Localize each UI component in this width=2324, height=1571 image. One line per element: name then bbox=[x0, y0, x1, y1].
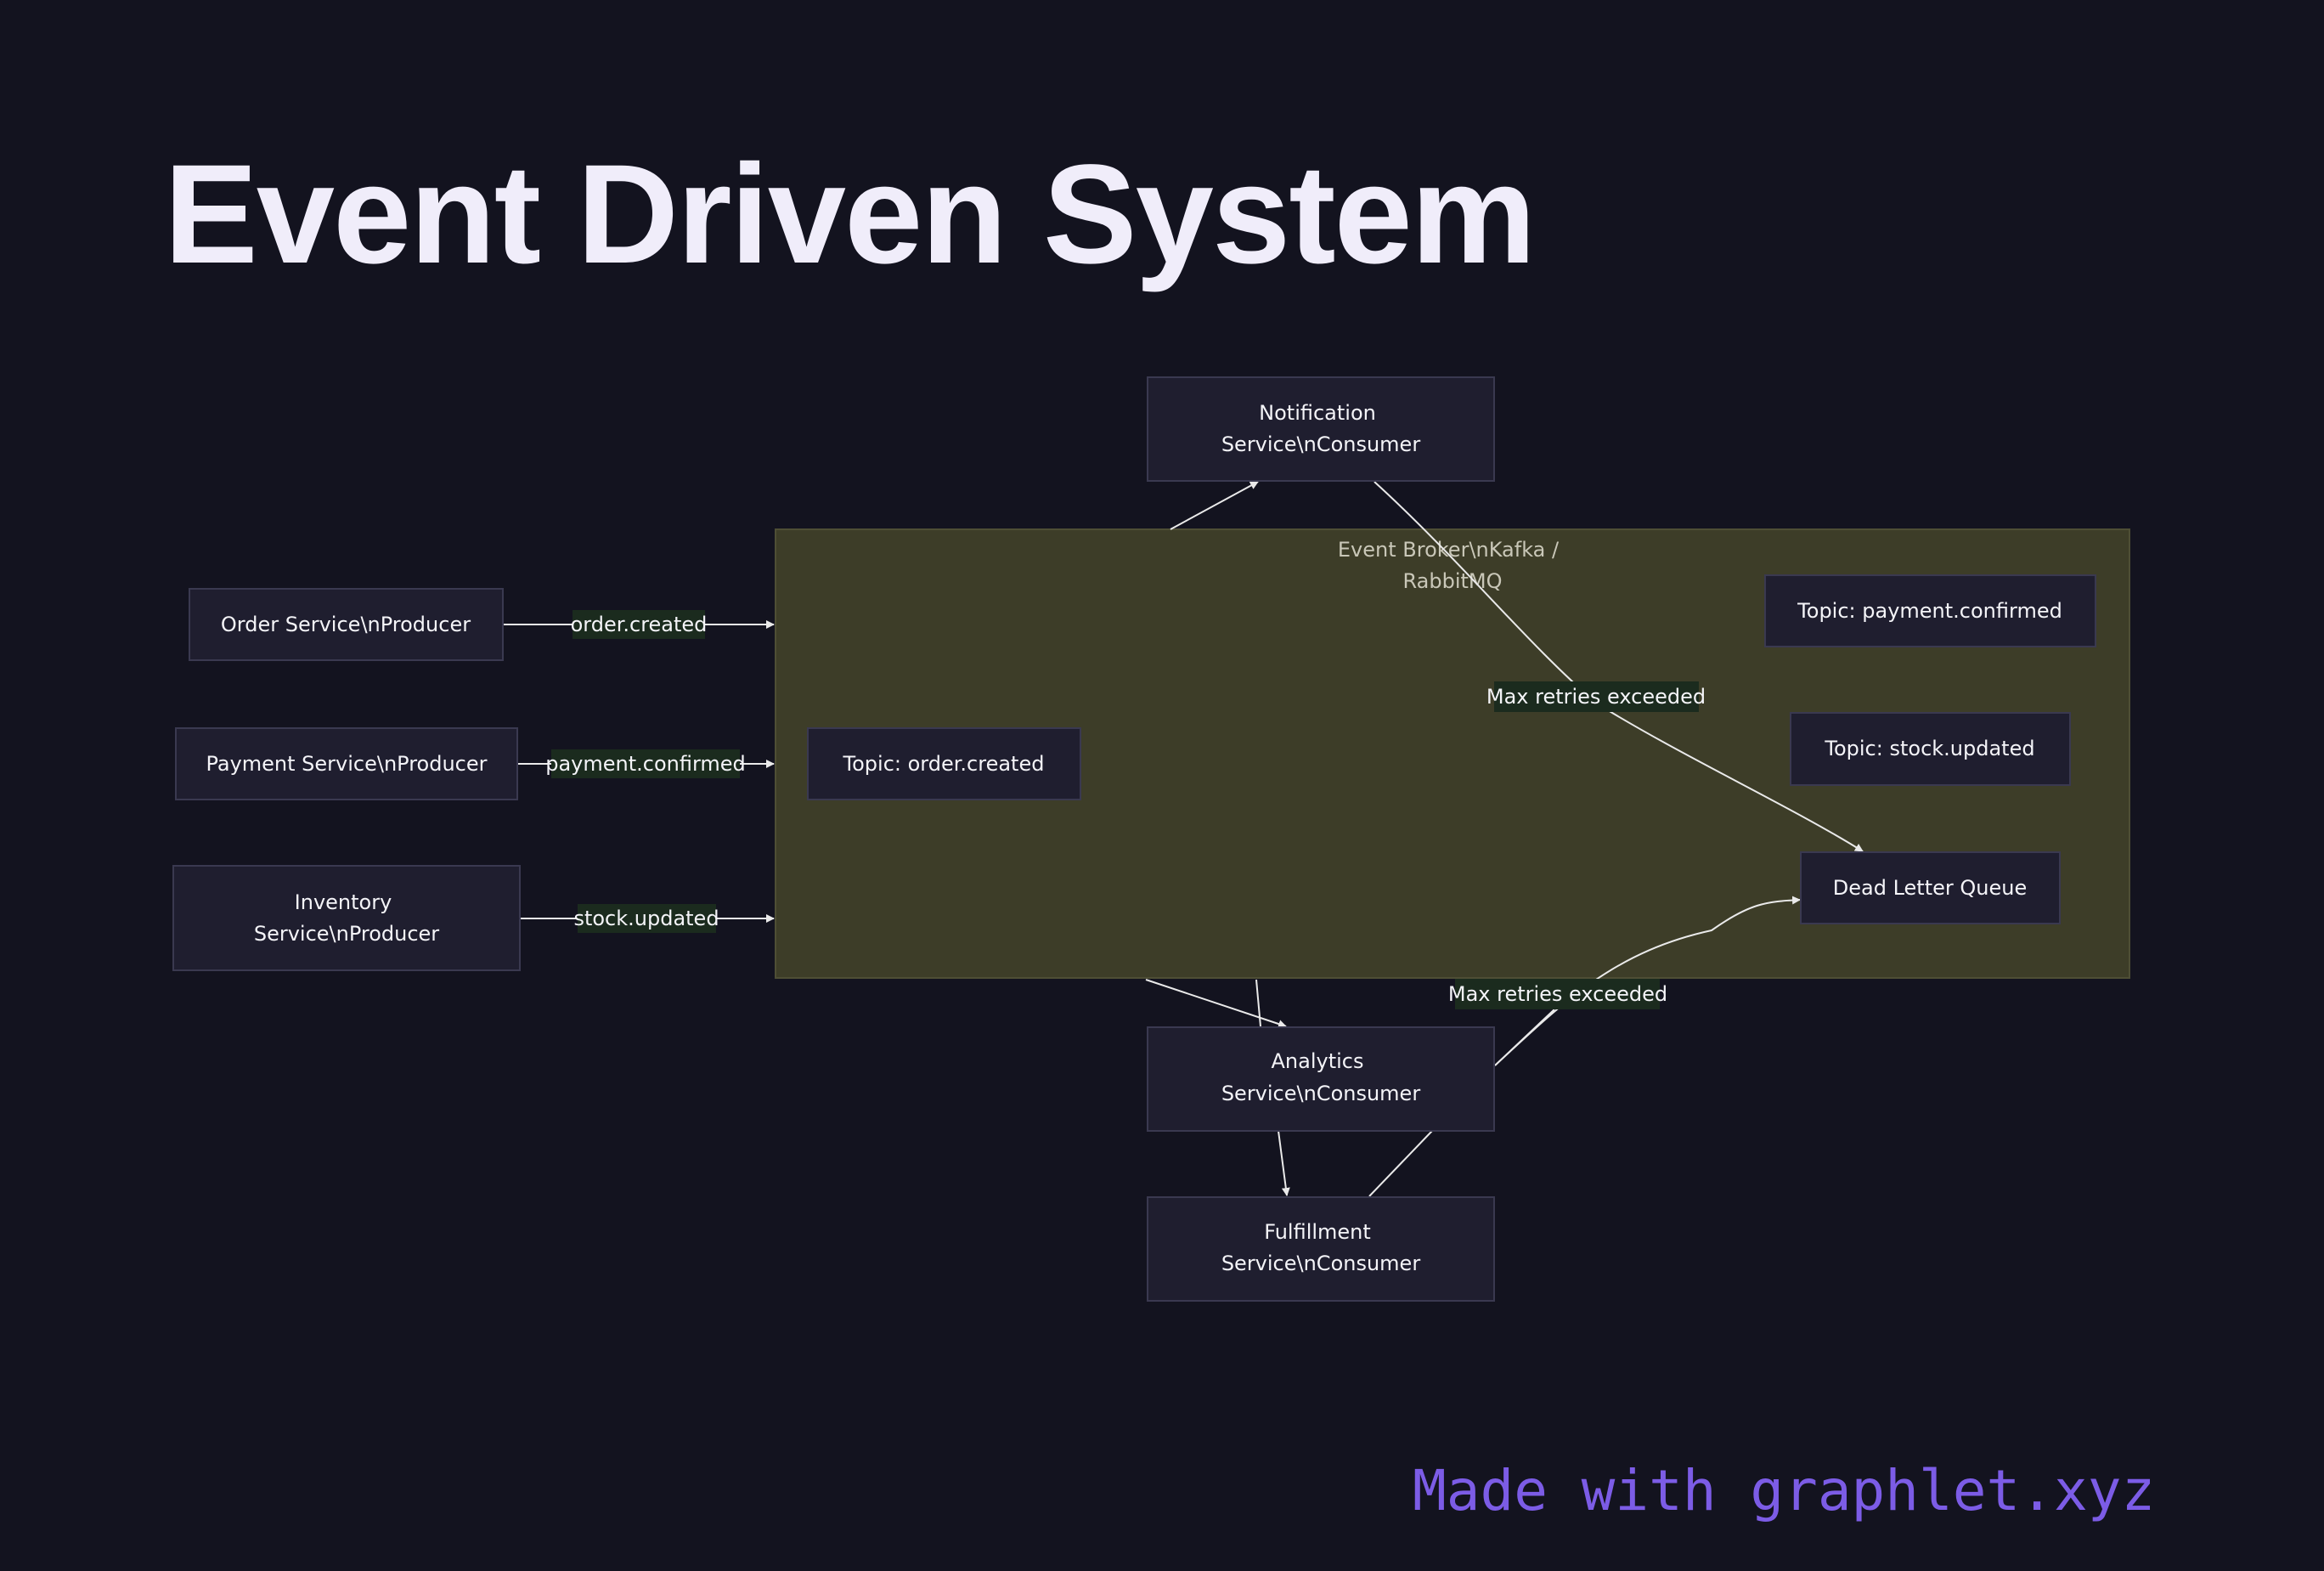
node-dead-letter-queue-label: Dead Letter Queue bbox=[1833, 876, 2027, 900]
node-notification-consumer-label-line-2: Service\nConsumer bbox=[1221, 432, 1421, 456]
node-analytics-consumer[interactable]: Analytics Service\nConsumer bbox=[1147, 1026, 1495, 1132]
edge-broker-to-analytics-a bbox=[1145, 979, 1287, 1028]
edge-analytics-to-retries bbox=[1494, 1009, 1555, 1066]
node-topic-payment-confirmed[interactable]: Topic: payment.confirmed bbox=[1764, 574, 2096, 647]
node-payment-producer-label: Payment Service\nProducer bbox=[206, 752, 487, 776]
edge-label-stock-updated: stock.updated bbox=[573, 907, 719, 930]
edge-analytics-to-fulfillment bbox=[1278, 1130, 1290, 1196]
node-order-producer[interactable]: Order Service\nProducer bbox=[189, 588, 504, 661]
node-analytics-consumer-label-line-1: Analytics bbox=[1272, 1049, 1364, 1073]
event-broker-label-line-1: Event Broker\nKafka / bbox=[1338, 538, 1560, 562]
node-analytics-consumer-label-line-2: Service\nConsumer bbox=[1221, 1082, 1421, 1105]
event-broker-label-line-2: RabbitMQ bbox=[1403, 569, 1503, 593]
node-topic-payment-confirmed-label: Topic: payment.confirmed bbox=[1797, 599, 2062, 623]
edge-label-max-retries-bottom: Max retries exceeded bbox=[1448, 982, 1667, 1006]
node-inventory-producer-label-line-2: Service\nProducer bbox=[254, 922, 439, 946]
node-notification-consumer-label-line-1: Notification bbox=[1259, 401, 1376, 425]
node-fulfillment-consumer-label-line-2: Service\nConsumer bbox=[1221, 1252, 1421, 1275]
edge-broker-to-notification bbox=[1170, 481, 1259, 530]
node-topic-order-created[interactable]: Topic: order.created bbox=[807, 727, 1081, 800]
node-inventory-producer[interactable]: Inventory Service\nProducer bbox=[172, 865, 521, 971]
edge-labels: order.created payment.confirmed stock.up… bbox=[545, 610, 1706, 1009]
node-fulfillment-consumer-label-line-1: Fulfillment bbox=[1264, 1220, 1371, 1244]
node-order-producer-label: Order Service\nProducer bbox=[221, 613, 471, 636]
node-topic-order-created-label: Topic: order.created bbox=[843, 752, 1045, 776]
edge-broker-to-analytics-b bbox=[1255, 979, 1261, 1027]
node-inventory-producer-label-line-1: Inventory bbox=[295, 890, 392, 914]
edge-fulfillment-to-dlq bbox=[1368, 900, 1800, 1197]
node-notification-consumer[interactable]: Notification Service\nConsumer bbox=[1147, 376, 1495, 482]
edge-label-order-created: order.created bbox=[571, 613, 708, 636]
node-payment-producer[interactable]: Payment Service\nProducer bbox=[175, 727, 518, 800]
edge-label-payment-confirmed: payment.confirmed bbox=[545, 752, 746, 776]
edge-label-max-retries-top: Max retries exceeded bbox=[1486, 685, 1706, 709]
node-topic-stock-updated[interactable]: Topic: stock.updated bbox=[1790, 712, 2071, 786]
footer-credit: Made with graphlet.xyz bbox=[1413, 1458, 2156, 1523]
node-dead-letter-queue[interactable]: Dead Letter Queue bbox=[1800, 851, 2061, 924]
node-fulfillment-consumer[interactable]: Fulfillment Service\nConsumer bbox=[1147, 1196, 1495, 1302]
node-topic-stock-updated-label: Topic: stock.updated bbox=[1824, 737, 2034, 760]
page-title: Event Driven System bbox=[164, 136, 1536, 293]
